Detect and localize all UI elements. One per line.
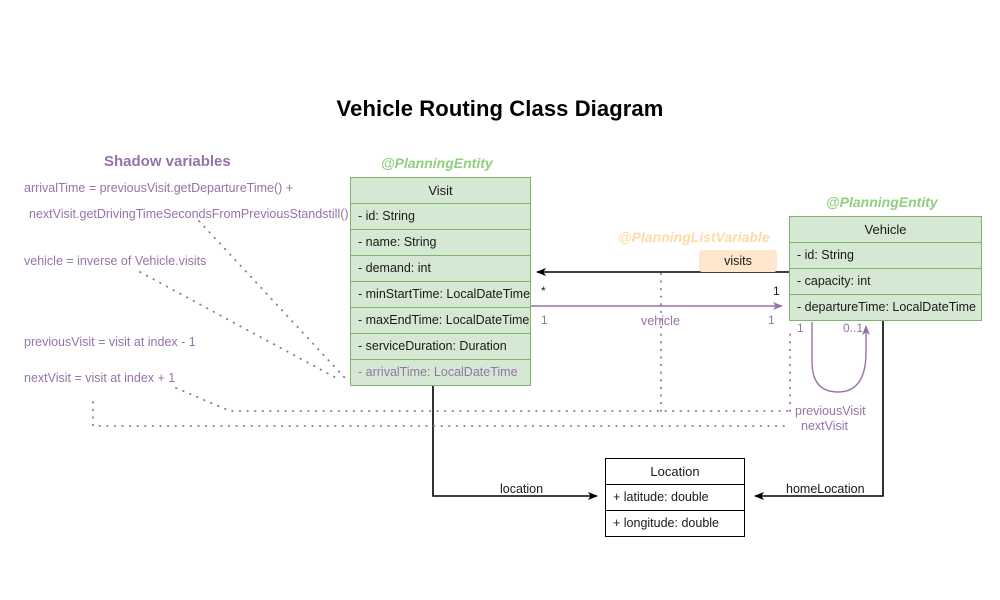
class-box-visit: Visit - id: String - name: String - dema… [350, 177, 531, 386]
vehicle-attribute-departure-time: - departureTime: LocalDateTime [797, 300, 977, 314]
class-box-location: Location + latitude: double + longitude:… [605, 458, 745, 537]
page-title: Vehicle Routing Class Diagram [336, 96, 664, 121]
location-attribute-longitude: + longitude: double [606, 511, 744, 537]
visit-stereotype: @PlanningEntity [381, 155, 493, 171]
vehicle-edge-mult-target: 1 [768, 313, 775, 327]
previous-visit-mult-source: 1 [797, 321, 804, 335]
location-class-name: Location [606, 459, 744, 485]
previous-visit-mult-target: 0..1 [843, 321, 864, 335]
shadow-variable-arrival-time-line1: arrivalTime = previousVisit.getDeparture… [24, 181, 294, 195]
vehicle-class-name: Vehicle [790, 217, 981, 243]
class-box-vehicle: Vehicle - id: String - capacity: int - d… [789, 216, 982, 321]
visits-mult-target: * [541, 284, 546, 298]
visit-attribute-min-start-time: - minStartTime: LocalDateTime [351, 282, 530, 308]
visit-attribute-arrival-time: - arrivalTime: LocalDateTime [358, 365, 518, 379]
visit-attribute-max-end-time: - maxEndTime: LocalDateTime [351, 308, 530, 334]
previous-visit-edge-label: previousVisit [795, 404, 866, 418]
visits-label-badge: visits [699, 250, 777, 272]
visits-stereotype: @PlanningListVariable [618, 229, 770, 245]
vehicle-attribute-capacity: - capacity: int [790, 269, 981, 295]
visits-mult-source: 1 [773, 284, 780, 298]
shadow-variable-next-visit: nextVisit = visit at index + 1 [24, 371, 176, 385]
shadow-variables-heading: Shadow variables [104, 153, 231, 170]
visit-attribute-id: - id: String [351, 204, 530, 230]
next-visit-edge-label: nextVisit [801, 419, 849, 433]
vehicle-edge-mult-source: 1 [541, 313, 548, 327]
visit-attribute-service-duration: - serviceDuration: Duration [351, 334, 530, 360]
vehicle-attribute-id: - id: String [790, 243, 981, 269]
location-attribute-latitude: + latitude: double [606, 485, 744, 511]
vehicle-edge-label: vehicle [641, 314, 680, 328]
shadow-variable-vehicle: vehicle = inverse of Vehicle.visits [24, 254, 207, 268]
shadow-variable-previous-visit: previousVisit = visit at index - 1 [24, 335, 196, 349]
shadow-variable-arrival-time-line2: nextVisit.getDrivingTimeSecondsFromPrevi… [29, 207, 349, 221]
visit-attribute-demand: - demand: int [351, 256, 530, 282]
vehicle-stereotype: @PlanningEntity [826, 194, 938, 210]
location-edge-label: location [500, 482, 544, 496]
visit-class-name: Visit [351, 178, 530, 204]
home-location-edge-label: homeLocation [786, 482, 865, 496]
visit-attribute-name: - name: String [351, 230, 530, 256]
edge-location [432, 385, 598, 500]
